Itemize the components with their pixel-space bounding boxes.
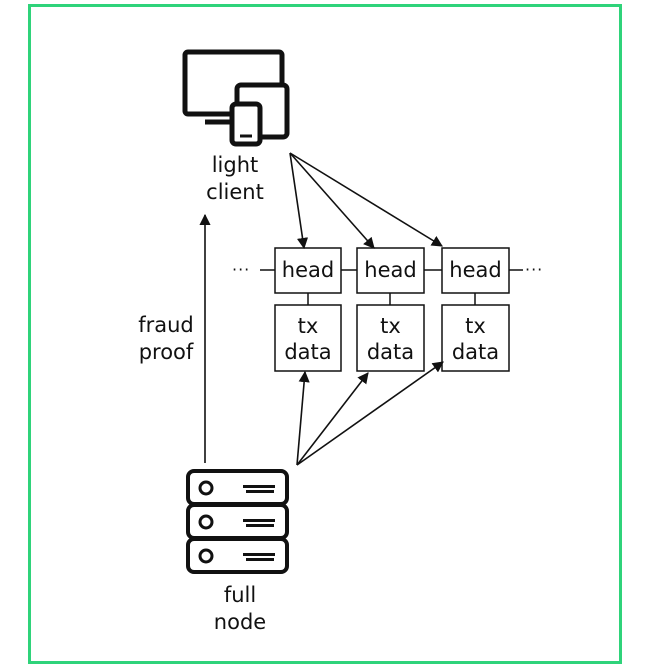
- light-client-label: light client: [206, 153, 264, 204]
- block-tx-data-2: [356, 304, 425, 372]
- block-tx-data-3: [441, 304, 510, 372]
- arrow-node-to-tx-2: [296, 372, 369, 466]
- head-label-3: head: [449, 258, 502, 282]
- block-tx-data-1: [274, 304, 342, 372]
- fraud-proof-label: fraud proof: [138, 313, 194, 364]
- block-head-2: [356, 247, 425, 294]
- head-label-1: head: [281, 258, 335, 282]
- chain-ellipsis-right: ···: [525, 260, 544, 279]
- full-node-label: full node: [213, 583, 267, 634]
- arrow-client-to-head-3: [289, 152, 443, 247]
- arrow-node-to-tx-3: [296, 361, 444, 466]
- arrow-client-to-head-1: [289, 152, 309, 250]
- chain-ellipsis-left: ···: [232, 260, 251, 279]
- tx-data-label-1: tx data: [284, 314, 332, 364]
- arrow-client-to-head-2: [289, 152, 375, 249]
- head-label-2: head: [364, 258, 417, 282]
- block-head-3: [441, 247, 510, 294]
- tx-data-label-3: tx data: [451, 314, 500, 364]
- tx-data-label-2: tx data: [366, 314, 415, 364]
- server-rack-icon: [186, 469, 289, 574]
- devices-icon: [182, 49, 290, 147]
- arrow-node-to-tx-1: [296, 370, 310, 466]
